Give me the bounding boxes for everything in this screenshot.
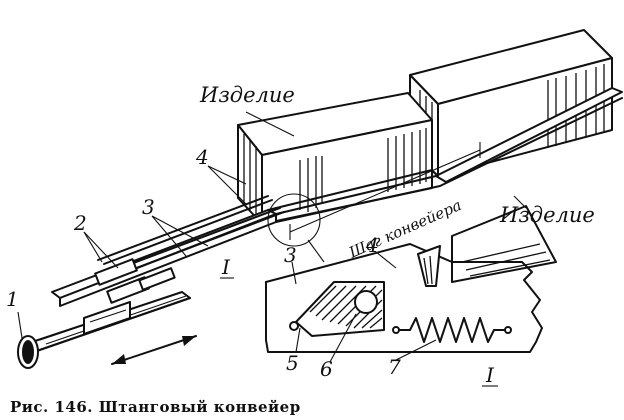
label-part-6: 6 [320, 357, 333, 381]
label-detail-view: I [485, 363, 495, 387]
detail-circle [267, 193, 321, 247]
label-product-top: Изделие [199, 83, 295, 107]
label-part-2: 2 [73, 211, 87, 235]
label-part-4-main: 4 [195, 145, 209, 169]
leader-lines [17, 111, 527, 363]
label-conveyor-step: Шаг конвейера [345, 196, 464, 262]
label-part-3-detail: 3 [284, 243, 297, 267]
label-callout-view: I [221, 255, 231, 279]
label-part-3-main: 3 [142, 195, 155, 219]
figure-caption: Рис. 146. Штанговый конвейер [10, 398, 301, 416]
label-part-5: 5 [286, 351, 299, 375]
label-part-1: 1 [6, 287, 19, 311]
reciprocating-motion-arrow [111, 335, 197, 365]
label-product-detail: Изделие [499, 203, 595, 227]
detail-view [265, 205, 557, 353]
step-dimension [289, 142, 481, 240]
drive-cylinder [17, 335, 39, 369]
label-part-4-detail: 4 [365, 233, 379, 257]
front-product-block [237, 92, 433, 225]
label-part-7: 7 [388, 355, 401, 379]
